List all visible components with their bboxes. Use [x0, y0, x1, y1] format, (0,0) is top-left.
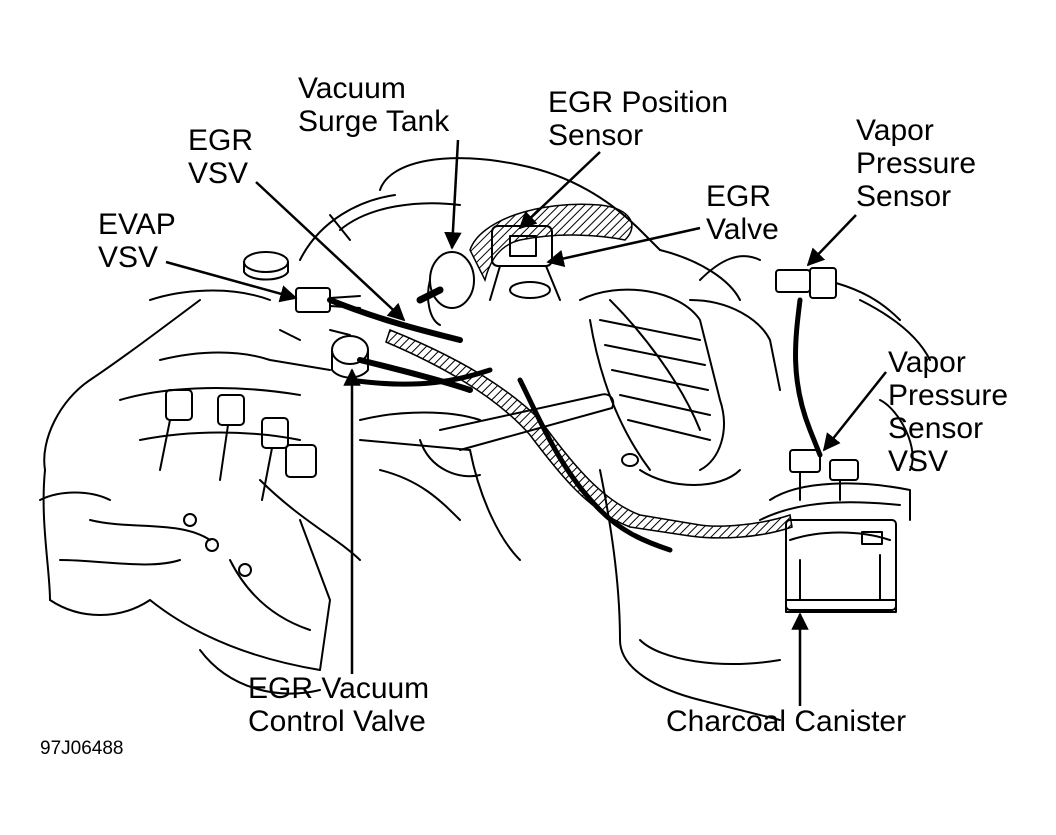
- label-egr-valve: EGR Valve: [706, 180, 779, 246]
- arrow-vapor-pressure-sensor-vsv: [822, 371, 887, 452]
- label-line: Surge Tank: [298, 105, 450, 138]
- label-line: Valve: [706, 213, 779, 246]
- label-vapor-pressure-sensor: Vapor Pressure Sensor: [856, 114, 976, 213]
- label-egr-position-sensor: EGR Position Sensor: [548, 86, 728, 152]
- label-charcoal-canister: Charcoal Canister: [666, 705, 906, 738]
- label-line: Vapor: [888, 346, 966, 379]
- label-line: EGR Vacuum: [248, 672, 430, 705]
- label-line: EGR: [706, 180, 772, 213]
- label-line: Pressure: [856, 147, 977, 180]
- label-line: Vacuum: [298, 72, 406, 105]
- arrow-vacuum-surge-tank: [444, 139, 462, 250]
- label-line: EGR Position: [548, 86, 729, 119]
- label-line: Vapor: [856, 114, 934, 147]
- arrow-egr-valve: [546, 226, 701, 268]
- label-vapor-pressure-sensor-vsv: Vapor Pressure Sensor VSV: [888, 346, 1008, 478]
- engine-illustration: [39, 157, 931, 721]
- arrow-egr-position-sensor: [518, 151, 601, 230]
- label-line: VSV: [98, 241, 159, 274]
- label-line: Sensor: [888, 412, 984, 445]
- label-egr-vsv: EGR VSV: [188, 124, 253, 190]
- hoses: [327, 286, 823, 553]
- label-line: Sensor: [856, 180, 952, 213]
- arrow-vapor-pressure-sensor: [806, 214, 857, 267]
- label-line: VSV: [188, 157, 249, 190]
- label-egr-vacuum-control-valve: EGR Vacuum Control Valve: [248, 672, 429, 738]
- label-line: VSV: [888, 445, 949, 478]
- label-line: EGR: [188, 124, 254, 157]
- label-line: Control Valve: [248, 705, 426, 738]
- leader-arrows: [165, 139, 887, 706]
- label-line: Sensor: [548, 119, 644, 152]
- arrow-egr-vsv: [255, 181, 406, 322]
- label-evap-vsv: EVAP VSV: [98, 208, 176, 274]
- label-line: EVAP: [98, 208, 176, 241]
- label-vacuum-surge-tank: Vacuum Surge Tank: [298, 72, 449, 138]
- arrow-evap-vsv: [165, 260, 298, 303]
- label-line: Charcoal Canister: [666, 705, 907, 738]
- figure-reference-id: 97J06488: [40, 738, 124, 759]
- label-line: Pressure: [888, 379, 1009, 412]
- hatched-hoses: [385, 203, 793, 539]
